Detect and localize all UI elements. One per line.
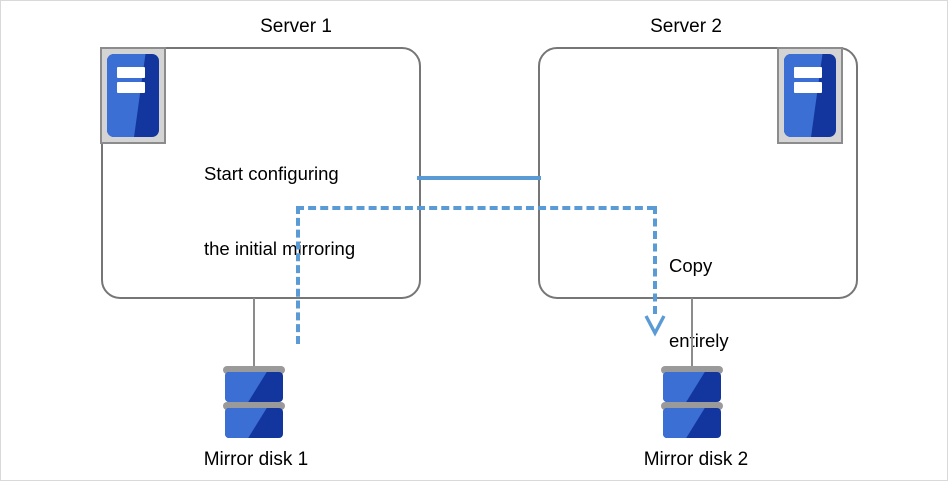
start-configuring-note-line-2: the initial mirroring bbox=[204, 238, 356, 259]
server-icon-body bbox=[784, 54, 836, 137]
mirror-connection-line bbox=[417, 176, 541, 180]
copy-entirely-note-line-2: entirely bbox=[669, 330, 729, 351]
start-configuring-note: Start configuring the initial mirroring bbox=[204, 111, 355, 311]
copy-path-target-vertical bbox=[653, 206, 657, 314]
copy-path-source-vertical bbox=[296, 206, 300, 344]
server-icon-bar-top bbox=[793, 67, 823, 78]
disk-slab-top bbox=[225, 372, 283, 402]
disk-slab-bottom bbox=[225, 408, 283, 438]
disk-plate-middle bbox=[661, 402, 723, 410]
mirror-disk-1-title: Mirror disk 1 bbox=[203, 449, 309, 470]
server-icon bbox=[100, 47, 166, 144]
disk-plate-middle bbox=[223, 402, 285, 410]
disk-slab-top bbox=[663, 372, 721, 402]
server-icon-bar-bottom bbox=[793, 82, 823, 93]
server-icon-bar-bottom bbox=[116, 82, 146, 93]
copy-path-horizontal bbox=[296, 206, 655, 210]
server-1-disk-connector bbox=[253, 298, 255, 368]
copy-entirely-note: Copy entirely bbox=[669, 203, 729, 403]
server-icon-body bbox=[107, 54, 159, 137]
server-1-title: Server 1 bbox=[260, 16, 332, 37]
server-icon-bar-top bbox=[116, 67, 146, 78]
disk-slab-highlight bbox=[663, 372, 705, 402]
mirror-disk-icon bbox=[223, 366, 285, 438]
mirror-disk-icon bbox=[661, 366, 723, 438]
down-arrow-icon bbox=[644, 315, 666, 337]
mirror-disk-2-title: Mirror disk 2 bbox=[643, 449, 749, 470]
server-2-title: Server 2 bbox=[650, 16, 722, 37]
server-icon bbox=[777, 47, 843, 144]
disk-slab-highlight bbox=[663, 408, 705, 438]
disk-slab-highlight bbox=[225, 372, 267, 402]
disk-plate-top bbox=[661, 366, 723, 374]
disk-plate-top bbox=[223, 366, 285, 374]
disk-slab-bottom bbox=[663, 408, 721, 438]
copy-entirely-note-line-1: Copy bbox=[669, 255, 713, 276]
start-configuring-note-line-1: Start configuring bbox=[204, 163, 339, 184]
disk-slab-highlight bbox=[225, 408, 267, 438]
server-2-disk-connector bbox=[691, 298, 693, 368]
